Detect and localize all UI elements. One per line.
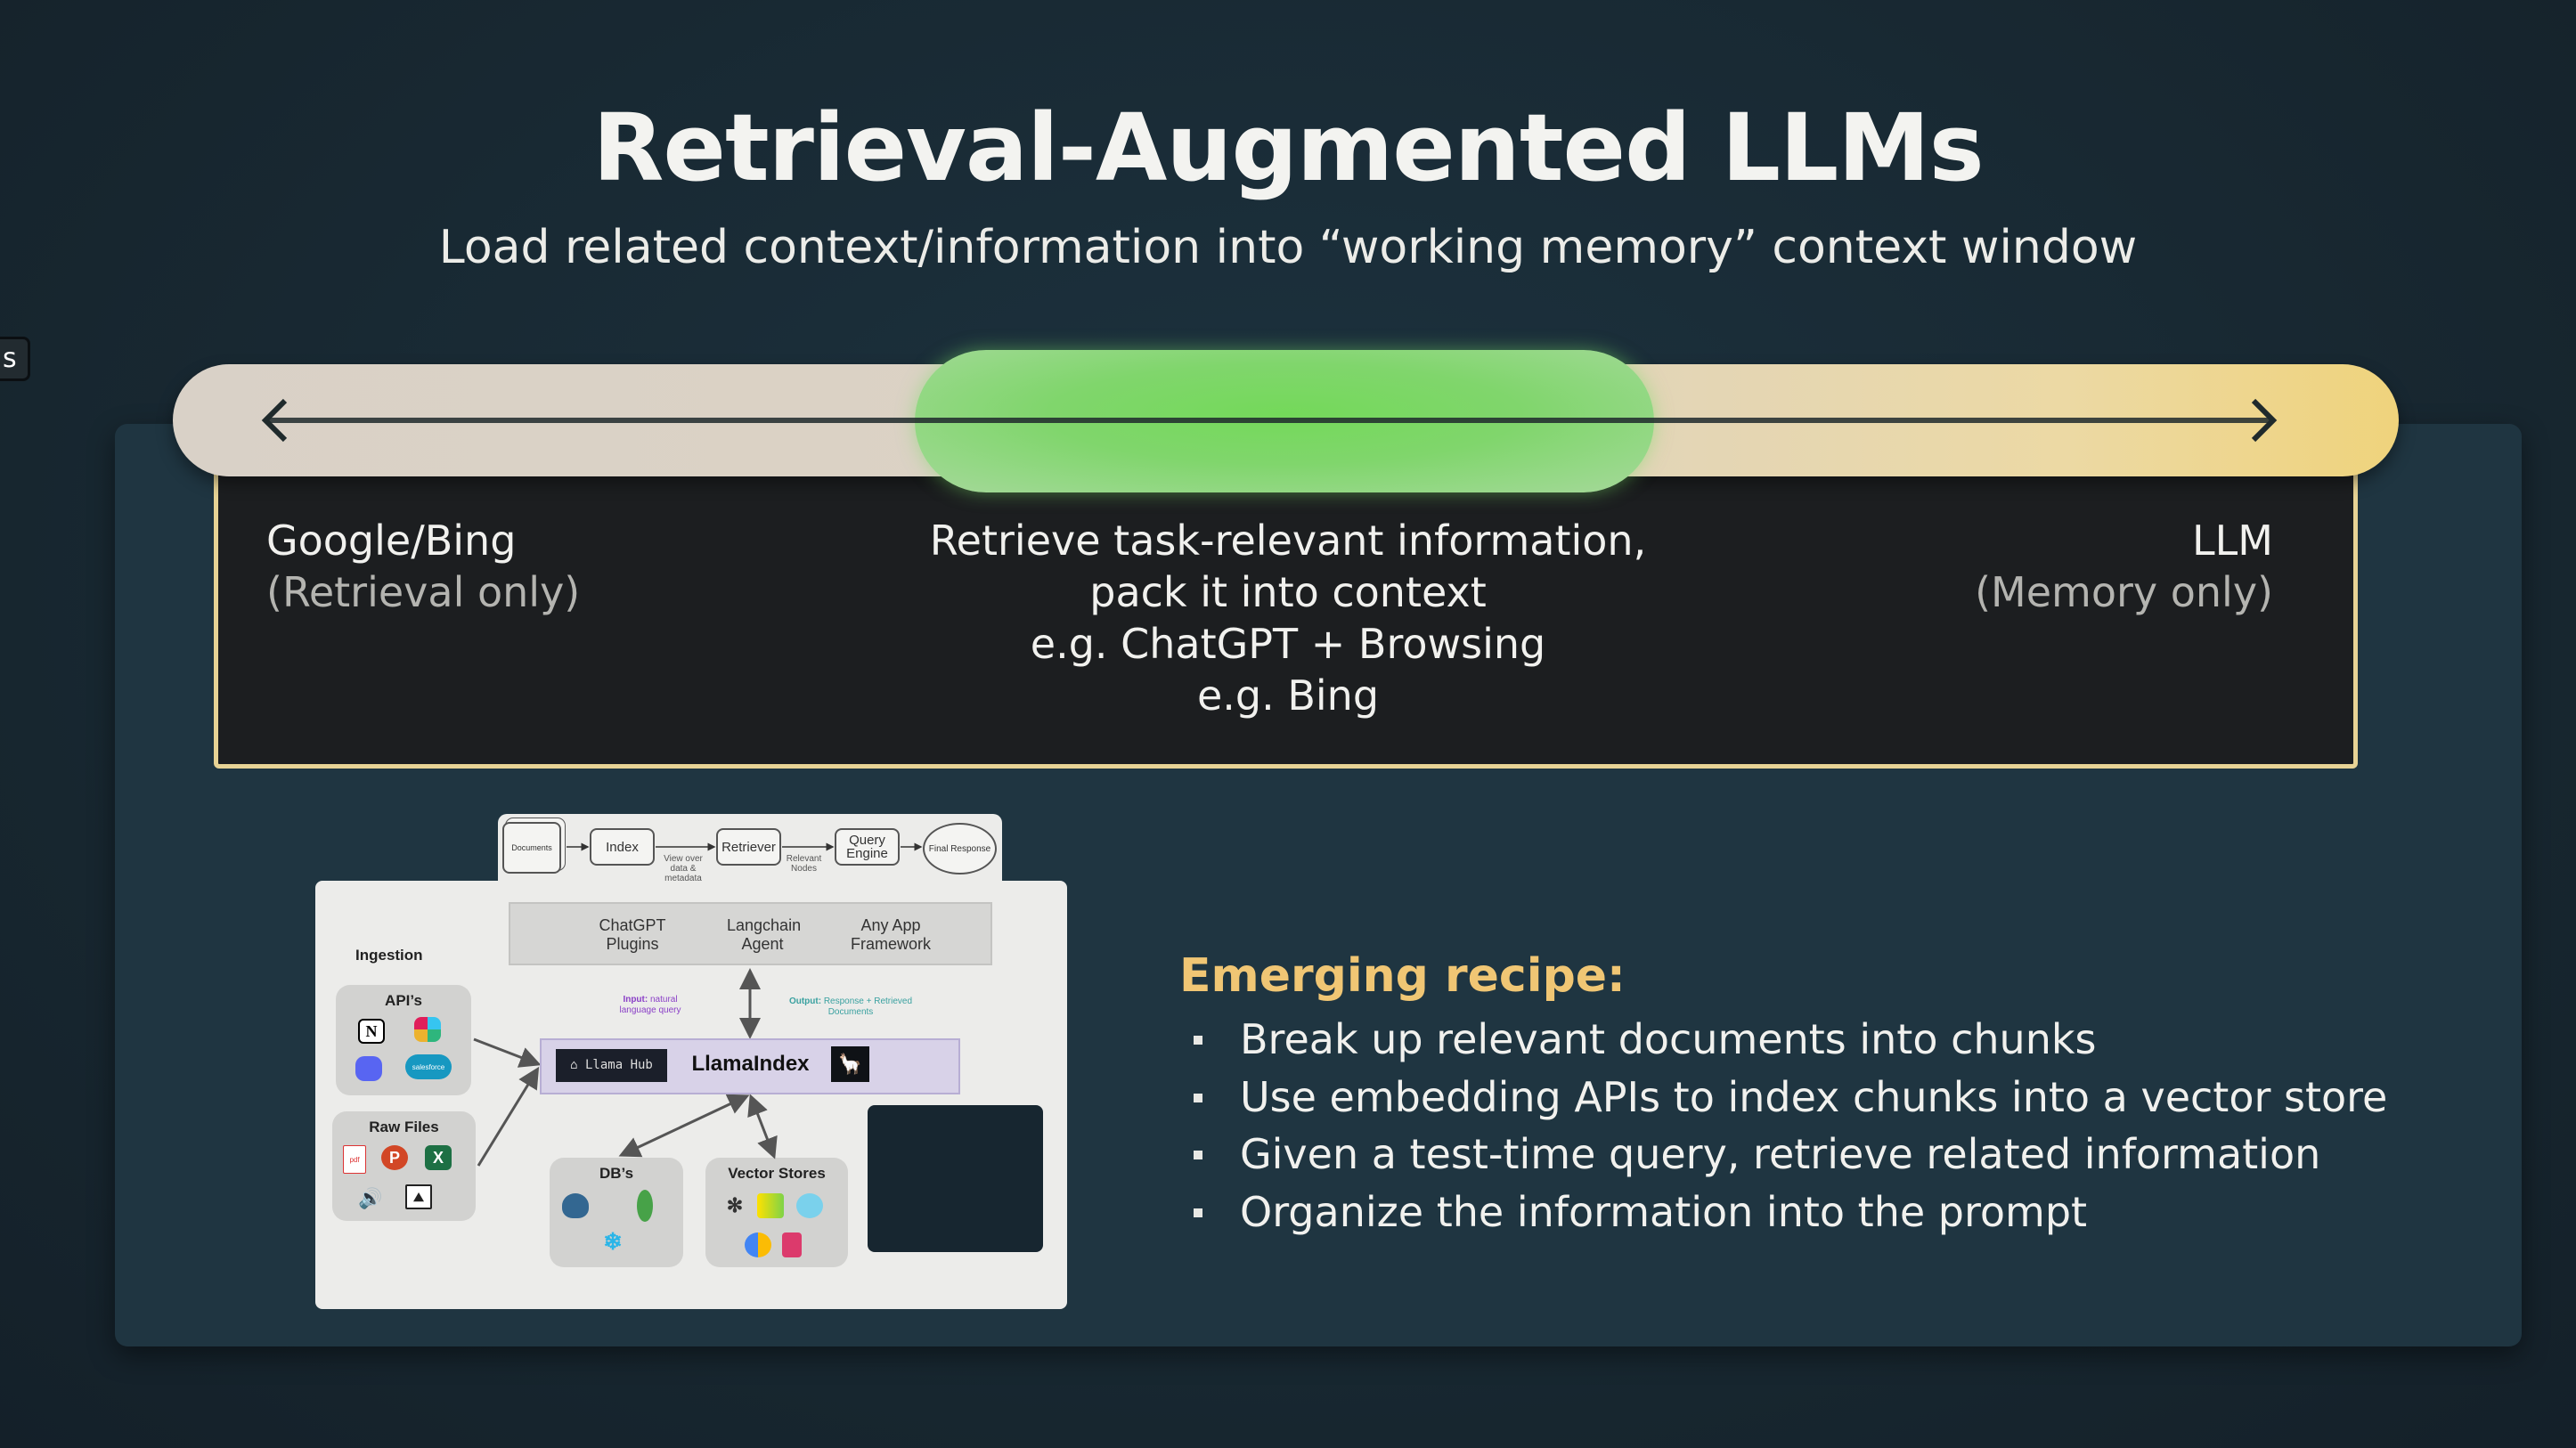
weaviate-icon: [757, 1193, 784, 1218]
salesforce-icon: salesforce: [405, 1054, 452, 1079]
spectrum-box: [214, 468, 2358, 769]
bullet-icon: [1194, 1151, 1202, 1159]
left-note: (Retrieval only): [266, 568, 581, 616]
recipe-list: Break up relevant documents into chunks …: [1194, 1011, 2387, 1241]
vector-stores-group: Vector Stores ✻: [705, 1158, 848, 1267]
double-arrow-icon: [261, 398, 2278, 443]
powerpoint-icon: P: [381, 1145, 408, 1170]
recipe-item-text: Organize the information into the prompt: [1240, 1187, 2088, 1236]
recipe-heading: Emerging recipe:: [1179, 949, 1626, 1003]
view-note: View over data & metadata: [664, 854, 703, 881]
snowflake-icon: ❄: [603, 1227, 623, 1255]
image-icon: ⛰: [405, 1184, 432, 1209]
recipe-item-text: Given a test-time query, retrieve relate…: [1240, 1130, 2321, 1178]
recipe-item: Organize the information into the prompt: [1194, 1184, 2387, 1241]
recipe-item-text: Use embedding APIs to index chunks into …: [1240, 1072, 2388, 1121]
pdf-icon: pdf: [343, 1145, 366, 1174]
slide-title: Retrieval-Augmented LLMs: [592, 94, 1984, 202]
vespa-icon: [796, 1193, 823, 1218]
recipe-item-text: Break up relevant documents into chunks: [1240, 1015, 2097, 1063]
retriever-node: Retriever: [716, 828, 781, 866]
app-any-framework: Any App Framework: [850, 916, 931, 953]
llamaindex-diagram: Documents Index View over data & metadat…: [312, 806, 1069, 1318]
query-engine-node: Query Engine: [835, 828, 900, 866]
raw-files-group: Raw Files pdf P X 🔊 ⛰: [332, 1111, 476, 1221]
side-tab-button[interactable]: s: [0, 337, 30, 381]
postgres-icon: [562, 1193, 589, 1218]
input-label: Input:: [623, 995, 648, 1005]
video-overlay-box: [868, 1105, 1043, 1252]
right-note: (Memory only): [1975, 568, 2273, 616]
dbs-label: DB’s: [599, 1165, 634, 1182]
output-text: Response + Retrieved Documents: [823, 997, 913, 1017]
llamaindex-label: LlamaIndex: [691, 1052, 810, 1076]
audio-icon: 🔊: [358, 1187, 383, 1209]
right-title: LLM: [2192, 517, 2273, 565]
final-response-node: Final Response: [923, 823, 997, 874]
index-node: Index: [590, 828, 655, 866]
slide-subtitle: Load related context/information into “w…: [438, 221, 2138, 274]
llama-icon: 🦙: [831, 1046, 869, 1082]
bullet-icon: [1194, 1093, 1202, 1102]
diagram-arrows: [473, 842, 923, 1167]
slack-icon: [414, 1017, 441, 1042]
side-tab-label: s: [3, 343, 17, 374]
app-langchain-agent: Langchain Agent: [727, 916, 802, 953]
llama-hub-badge: ⌂ Llama Hub: [556, 1049, 667, 1082]
pdf-text: pdf: [349, 1155, 360, 1164]
chroma-icon: [745, 1232, 771, 1257]
left-title: Google/Bing: [266, 517, 517, 565]
recipe-item: Given a test-time query, retrieve relate…: [1194, 1126, 2387, 1184]
vector-stores-label: Vector Stores: [728, 1165, 826, 1182]
spectrum-right-label: LLM (Memory only): [1975, 515, 2273, 618]
salesforce-text: salesforce: [412, 1062, 445, 1071]
documents-node: Documents: [502, 822, 561, 874]
app-chatgpt-plugins: ChatGPT Plugins: [599, 916, 666, 953]
output-note: Output: Response + Retrieved Documents: [784, 997, 917, 1018]
apis-label: API’s: [385, 992, 422, 1009]
notion-icon: N: [358, 1019, 385, 1044]
discord-icon: [355, 1056, 382, 1081]
middle-line: e.g. ChatGPT + Browsing: [1030, 620, 1546, 668]
apps-box: [509, 902, 992, 965]
ingestion-label: Ingestion: [355, 947, 423, 964]
mongodb-icon: [637, 1190, 653, 1222]
middle-line: e.g. Bing: [1196, 671, 1380, 720]
qdrant-icon: [782, 1232, 802, 1257]
bullet-icon: [1194, 1036, 1202, 1045]
spectrum-left-label: Google/Bing (Retrieval only): [266, 515, 580, 618]
middle-line: Retrieve task-relevant information,: [929, 517, 1647, 565]
spectrum-middle-label: Retrieve task-relevant information, pack…: [843, 515, 1733, 721]
llama-hub-text: Llama Hub: [585, 1058, 653, 1072]
pinecone-icon: ✻: [726, 1194, 744, 1216]
middle-line: pack it into context: [1089, 568, 1487, 616]
nodes-note: Relevant Nodes: [786, 854, 822, 874]
output-label: Output:: [788, 997, 822, 1006]
recipe-item: Break up relevant documents into chunks: [1194, 1011, 2387, 1069]
input-text: natural language query: [619, 995, 681, 1015]
dbs-group: DB’s ❄: [550, 1158, 683, 1267]
excel-icon: X: [425, 1145, 452, 1170]
recipe-item: Use embedding APIs to index chunks into …: [1194, 1069, 2387, 1127]
bullet-icon: [1194, 1208, 1202, 1217]
raw-files-label: Raw Files: [369, 1119, 439, 1135]
apis-group: API’s N salesforce: [336, 985, 471, 1095]
input-note: Input: natural language query: [615, 995, 686, 1016]
